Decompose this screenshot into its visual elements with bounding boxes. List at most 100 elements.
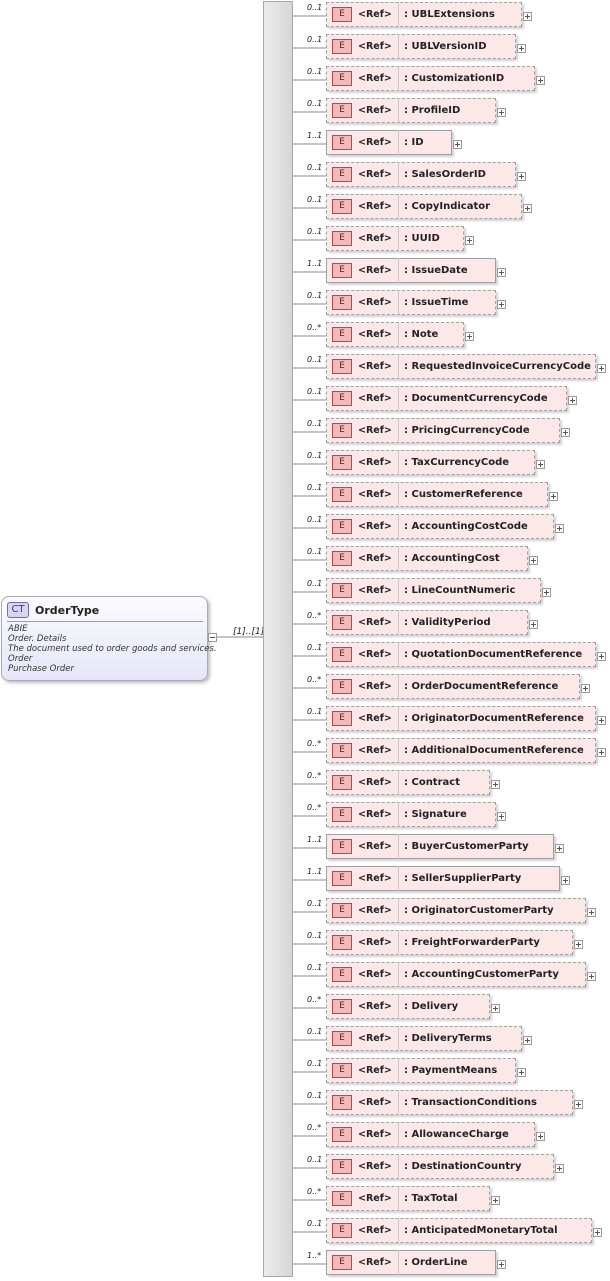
element-box[interactable]: E<Ref>: AllowanceCharge xyxy=(326,1122,535,1147)
expand-icon[interactable] xyxy=(517,44,526,53)
expand-icon[interactable] xyxy=(465,332,474,341)
element-box[interactable]: E<Ref>: ProfileID xyxy=(326,98,496,123)
element-name: : DocumentCurrencyCode xyxy=(404,393,548,404)
element-badge: E xyxy=(332,1159,352,1174)
element-box[interactable]: E<Ref>: TaxCurrencyCode xyxy=(326,450,535,475)
element-badge: E xyxy=(332,1127,352,1142)
expand-icon[interactable] xyxy=(491,1196,500,1205)
expand-icon[interactable] xyxy=(597,748,606,757)
element-box[interactable]: E<Ref>: AccountingCustomerParty xyxy=(326,962,586,987)
expand-icon[interactable] xyxy=(497,812,506,821)
element-box[interactable]: E<Ref>: PaymentMeans xyxy=(326,1058,516,1083)
expand-icon[interactable] xyxy=(497,1260,506,1269)
element-divider xyxy=(398,34,399,59)
element-box[interactable]: E<Ref>: AccountingCost xyxy=(326,546,528,571)
expand-icon[interactable] xyxy=(491,1004,500,1013)
expand-icon[interactable] xyxy=(517,1068,526,1077)
expand-icon[interactable] xyxy=(561,876,570,885)
element-box[interactable]: E<Ref>: RequestedInvoiceCurrencyCode xyxy=(326,354,596,379)
element-box[interactable]: E<Ref>: LineCountNumeric xyxy=(326,578,541,603)
element-divider xyxy=(398,1090,399,1115)
expand-icon[interactable] xyxy=(497,108,506,117)
expand-icon[interactable] xyxy=(465,236,474,245)
element-badge: E xyxy=(332,583,352,598)
expand-icon[interactable] xyxy=(555,1164,564,1173)
expand-icon[interactable] xyxy=(523,1036,532,1045)
expand-icon[interactable] xyxy=(574,940,583,949)
element-badge: E xyxy=(332,487,352,502)
expand-icon[interactable] xyxy=(517,172,526,181)
expand-icon[interactable] xyxy=(597,652,606,661)
element-box[interactable]: E<Ref>: DestinationCountry xyxy=(326,1154,554,1179)
expand-icon[interactable] xyxy=(555,524,564,533)
expand-icon[interactable] xyxy=(497,300,506,309)
element-badge: E xyxy=(332,359,352,374)
element-box[interactable]: E<Ref>: AdditionalDocumentReference xyxy=(326,738,596,763)
element-ref-label: <Ref> xyxy=(358,1193,392,1204)
element-box[interactable]: E<Ref>: BuyerCustomerParty xyxy=(326,834,554,859)
expand-icon[interactable] xyxy=(549,492,558,501)
element-box[interactable]: E<Ref>: IssueTime xyxy=(326,290,496,315)
element-box[interactable]: E<Ref>: TaxTotal xyxy=(326,1186,490,1211)
expand-icon[interactable] xyxy=(574,1100,583,1109)
element-box[interactable]: E<Ref>: AnticipatedMonetaryTotal xyxy=(326,1218,592,1243)
element-box[interactable]: E<Ref>: AccountingCostCode xyxy=(326,514,554,539)
element-box[interactable]: E<Ref>: CustomizationID xyxy=(326,66,535,91)
element-box[interactable]: E<Ref>: OriginatorDocumentReference xyxy=(326,706,596,731)
element-box[interactable]: E<Ref>: CustomerReference xyxy=(326,482,548,507)
element-box[interactable]: E<Ref>: SalesOrderID xyxy=(326,162,516,187)
expand-icon[interactable] xyxy=(587,908,596,917)
collapse-toggle-icon[interactable] xyxy=(208,633,217,642)
element-box[interactable]: E<Ref>: TransactionConditions xyxy=(326,1090,573,1115)
expand-icon[interactable] xyxy=(536,460,545,469)
element-box[interactable]: E<Ref>: QuotationDocumentReference xyxy=(326,642,596,667)
element-box[interactable]: E<Ref>: IssueDate xyxy=(326,258,496,283)
expand-icon[interactable] xyxy=(593,1228,602,1237)
element-box[interactable]: E<Ref>: FreightForwarderParty xyxy=(326,930,573,955)
element-divider xyxy=(398,962,399,987)
element-box[interactable]: E<Ref>: Delivery xyxy=(326,994,490,1019)
element-divider xyxy=(398,930,399,955)
element-divider xyxy=(398,674,399,699)
element-box[interactable]: E<Ref>: CopyIndicator xyxy=(326,194,522,219)
expand-icon[interactable] xyxy=(491,780,500,789)
element-box[interactable]: E<Ref>: OrderDocumentReference xyxy=(326,674,580,699)
element-box[interactable]: E<Ref>: ValidityPeriod xyxy=(326,610,528,635)
expand-icon[interactable] xyxy=(568,396,577,405)
element-box[interactable]: E<Ref>: SellerSupplierParty xyxy=(326,866,560,891)
expand-icon[interactable] xyxy=(561,428,570,437)
element-box[interactable]: E<Ref>: OriginatorCustomerParty xyxy=(326,898,586,923)
element-multiplicity: 0..* xyxy=(307,675,322,684)
element-box[interactable]: E<Ref>: Contract xyxy=(326,770,490,795)
expand-icon[interactable] xyxy=(453,140,462,149)
expand-icon[interactable] xyxy=(497,268,506,277)
expand-icon[interactable] xyxy=(555,844,564,853)
element-badge: E xyxy=(332,199,352,214)
element-box[interactable]: E<Ref>: DeliveryTerms xyxy=(326,1026,522,1051)
expand-icon[interactable] xyxy=(542,588,551,597)
expand-icon[interactable] xyxy=(529,620,538,629)
expand-icon[interactable] xyxy=(581,684,590,693)
element-box[interactable]: E<Ref>: UUID xyxy=(326,226,464,251)
element-box[interactable]: E<Ref>: PricingCurrencyCode xyxy=(326,418,560,443)
element-box[interactable]: E<Ref>: OrderLine xyxy=(326,1250,496,1275)
element-box[interactable]: E<Ref>: UBLExtensions xyxy=(326,2,522,27)
expand-icon[interactable] xyxy=(536,1132,545,1141)
expand-icon[interactable] xyxy=(587,972,596,981)
element-ref-label: <Ref> xyxy=(358,1129,392,1140)
element-box[interactable]: E<Ref>: ID xyxy=(326,130,452,155)
expand-icon[interactable] xyxy=(523,204,532,213)
expand-icon[interactable] xyxy=(536,76,545,85)
expand-icon[interactable] xyxy=(597,716,606,725)
element-name: : TaxTotal xyxy=(404,1193,458,1204)
expand-icon[interactable] xyxy=(523,12,532,21)
element-badge: E xyxy=(332,999,352,1014)
element-box[interactable]: E<Ref>: UBLVersionID xyxy=(326,34,516,59)
complex-type-box[interactable]: CT OrderType ABIE Order. Details The doc… xyxy=(1,596,217,681)
element-box[interactable]: E<Ref>: Note xyxy=(326,322,464,347)
expand-icon[interactable] xyxy=(597,364,606,373)
element-name: : IssueTime xyxy=(404,297,469,308)
element-box[interactable]: E<Ref>: DocumentCurrencyCode xyxy=(326,386,567,411)
expand-icon[interactable] xyxy=(529,556,538,565)
element-box[interactable]: E<Ref>: Signature xyxy=(326,802,496,827)
